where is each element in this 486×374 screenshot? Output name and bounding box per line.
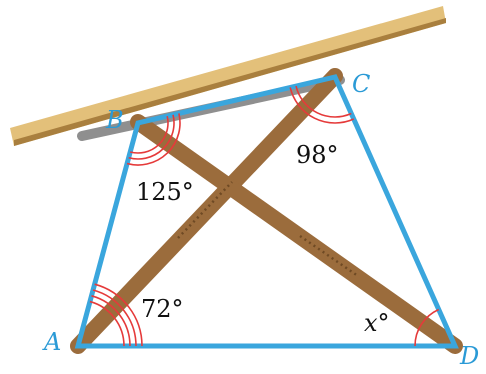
angle-arcs (89, 85, 440, 347)
angle-arc-d (414, 308, 440, 347)
vertex-label-b: B (105, 106, 124, 134)
angle-arc-d-ring (414, 308, 440, 347)
strut-b-d-dots (299, 234, 359, 278)
strut-b-d (130, 114, 463, 354)
ironing-board (10, 6, 446, 146)
angle-arc-c (289, 85, 355, 124)
angle-label-d: x° (364, 309, 390, 337)
strut-a-c (70, 68, 343, 354)
angle-arc-a-ring (91, 295, 131, 347)
angle-arc-a-ring (94, 283, 143, 347)
struts (70, 68, 463, 354)
vertex-label-d: D (459, 342, 479, 370)
angle-arc-c-ring (295, 85, 352, 118)
angle-arc-b-ring (128, 114, 175, 160)
angle-label-a: 72° (141, 295, 184, 323)
board-front-edge (14, 18, 446, 146)
angle-arc-b (126, 113, 181, 166)
angle-arc-a-ring (89, 300, 125, 347)
vertex-label-a: A (42, 328, 61, 356)
angle-label-c: 98° (296, 141, 339, 169)
angle-label-b: 125° (136, 178, 194, 206)
angle-arc-b-ring (130, 115, 169, 154)
angle-arc-a (89, 283, 143, 347)
vertex-label-c: C (352, 70, 370, 98)
angle-arc-c-ring (289, 87, 355, 124)
strut-a-c-dots (177, 181, 233, 239)
angle-arc-b-ring (126, 113, 181, 166)
quadrilateral-abcd (74, 74, 459, 349)
angle-arc-a-ring (92, 289, 137, 347)
